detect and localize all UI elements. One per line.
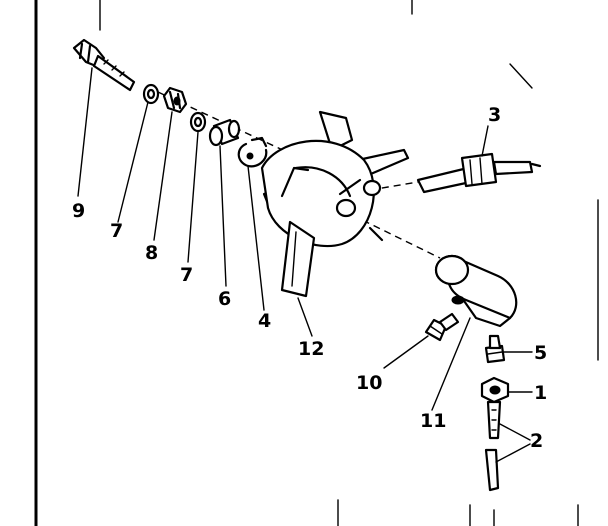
part-8-nut [162,86,188,114]
part-6-sleeve [208,118,241,147]
leader-lines [77,67,533,463]
part-5-nipple [484,334,506,364]
part-4-clip [237,136,268,168]
part-10-fitting [424,312,460,342]
callout-7b: 7 [180,264,194,286]
callout-8: 8 [145,242,159,264]
part-2-tubes [484,400,502,492]
callout-10: 10 [356,372,383,394]
callout-4: 4 [258,310,272,332]
callout-3: 3 [488,104,502,126]
part-7-washer-a [142,83,160,105]
callout-2: 2 [530,430,544,452]
part-11-elbow [434,254,518,328]
callout-9: 9 [72,200,86,222]
callout-7a: 7 [110,220,124,242]
part-1-nut [480,376,510,404]
callout-11: 11 [420,410,447,432]
part-9-shaft [72,38,136,92]
callout-6: 6 [218,288,232,310]
scan-edge-marks [34,0,599,526]
part-7-washer-b [189,111,207,133]
part-3-probe [416,152,542,194]
part-12-fan [260,110,410,298]
callout-1: 1 [534,382,548,404]
callout-5: 5 [534,342,548,364]
callout-12: 12 [298,338,325,360]
